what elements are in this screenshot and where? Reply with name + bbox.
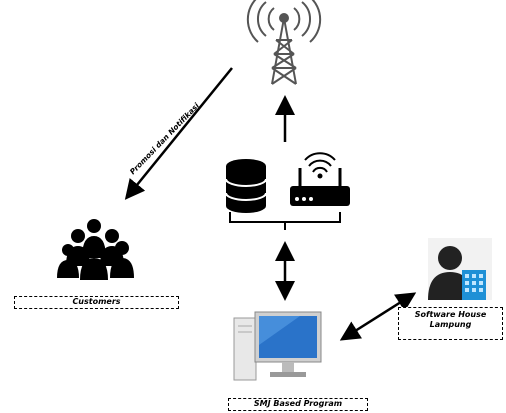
software-house-line2: Lampung	[429, 320, 472, 329]
customers-label-text: Customers	[72, 297, 121, 306]
customers-label: Customers	[14, 296, 179, 309]
desktop-computer-icon	[233, 311, 322, 381]
wifi-router-icon	[290, 152, 350, 206]
arrow-tower-to-customers	[124, 67, 233, 200]
software-house-label: Software House Lampung	[398, 307, 503, 340]
database-icon	[225, 159, 267, 213]
users-group-icon	[57, 219, 134, 280]
businessman-building-icon	[428, 238, 492, 300]
program-label-text: SMJ Based Program	[253, 399, 343, 408]
arrow-computer-softwarehouse	[339, 292, 417, 341]
group-bracket	[229, 212, 341, 230]
program-label: SMJ Based Program	[228, 398, 368, 411]
radio-tower-icon	[246, 0, 322, 85]
software-house-line1: Software House	[414, 310, 487, 319]
